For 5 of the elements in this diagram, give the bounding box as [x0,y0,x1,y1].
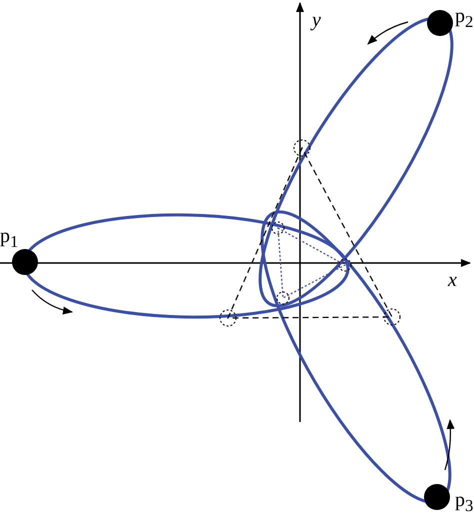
body-label: p$_{3}$ [455,490,474,515]
body-label: p$_{2}$ [455,6,474,31]
body-label: p$_{1}$ [0,226,18,251]
axis-label: x [448,270,457,290]
axis-label: y [312,10,321,30]
